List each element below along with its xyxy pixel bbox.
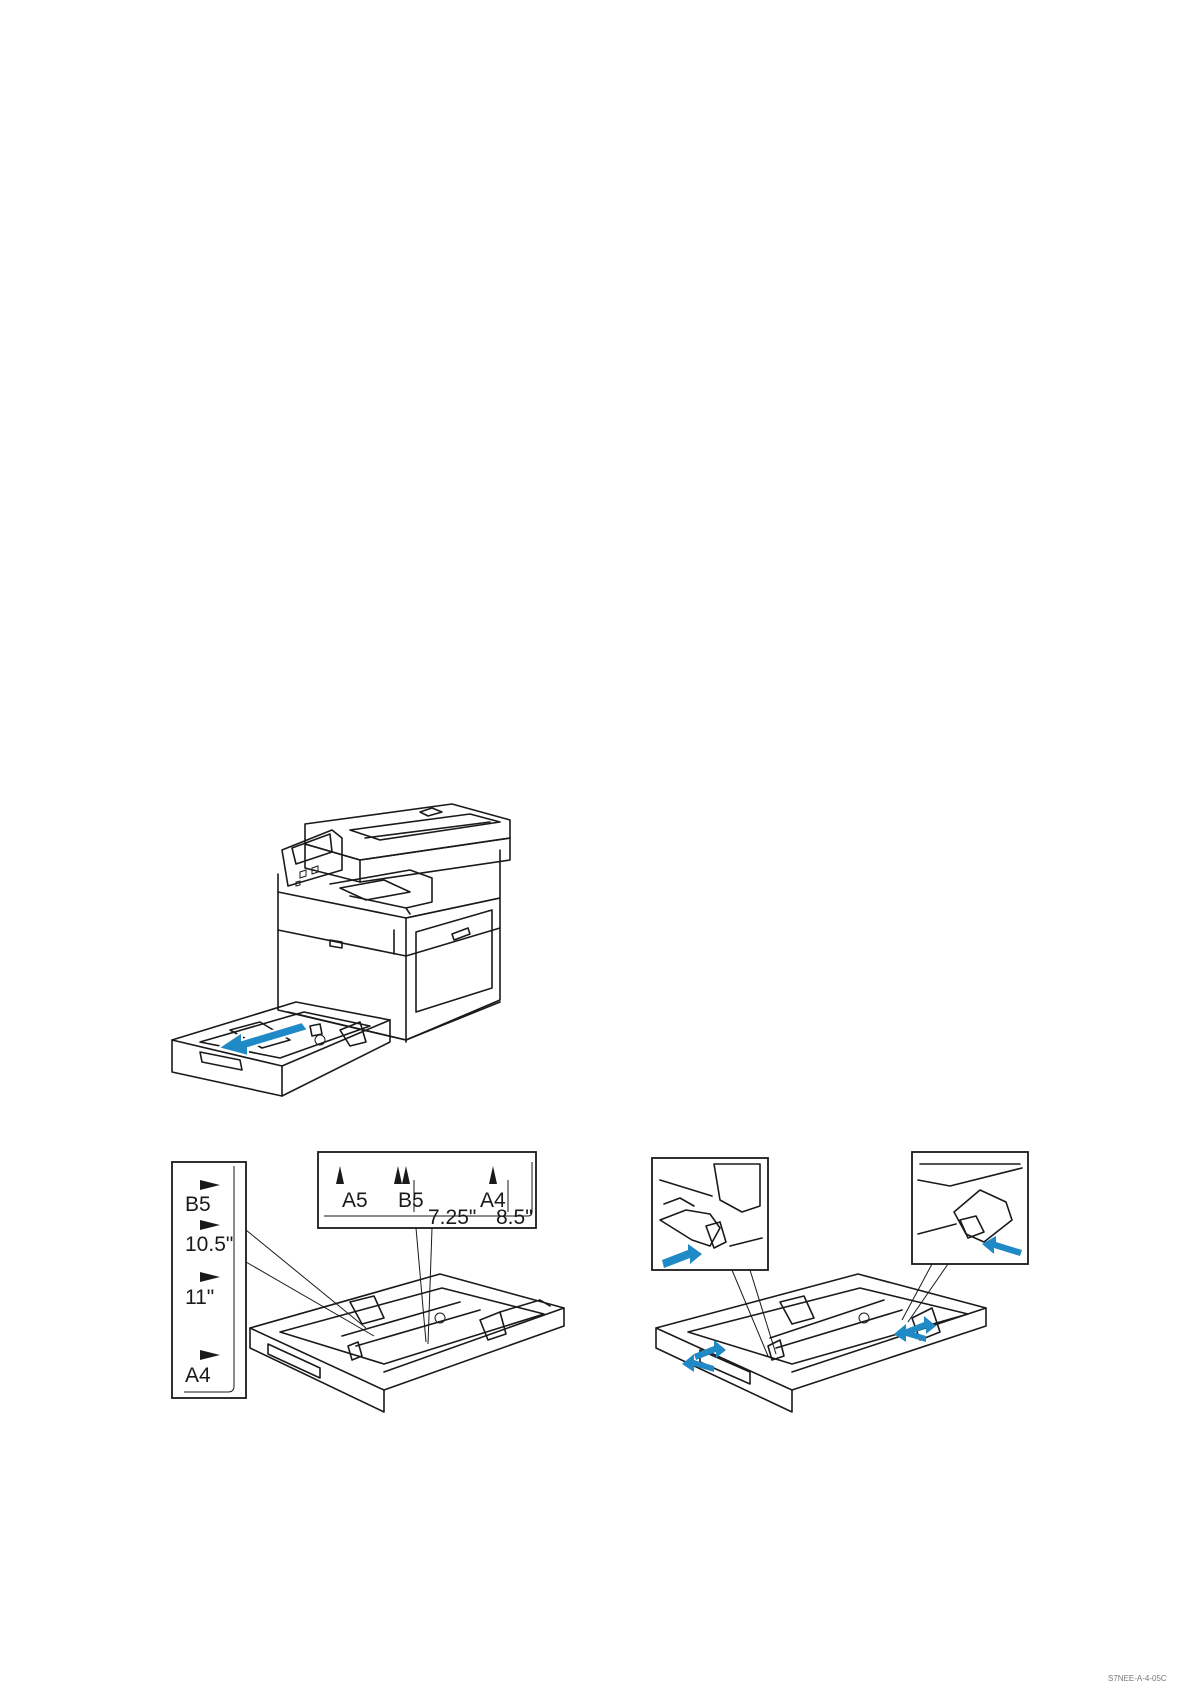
top-scale-label-7-25: 7.25"	[428, 1206, 476, 1229]
side-scale-label-a4: A4	[185, 1364, 211, 1387]
inset-side-guide	[902, 1152, 1028, 1322]
side-scale-label-10-5: 10.5"	[185, 1233, 233, 1256]
paper-tray-pulled-out	[172, 1002, 390, 1096]
top-scale-label-b5: B5	[398, 1189, 424, 1212]
figure-code: S7NEE-A-4-05C	[1108, 1674, 1167, 1683]
side-scale-label-11: 11"	[185, 1286, 214, 1309]
paper-tray	[250, 1274, 564, 1412]
pull-out-arrow-icon	[218, 1022, 308, 1056]
side-scale-label-b5: B5	[185, 1193, 211, 1216]
top-scale-label-8-5: 8.5"	[496, 1206, 533, 1229]
tray-guide-scale-illustration: B5 10.5" 11" A4 A5 B5 A4 7.25" 8.5"	[170, 1150, 580, 1420]
paper-tray	[656, 1274, 986, 1412]
top-scale-label-a5: A5	[342, 1189, 368, 1212]
printer-tray-open-illustration	[170, 790, 560, 1110]
tray-guide-adjust-illustration	[650, 1150, 1050, 1420]
inset-front-guide	[652, 1158, 776, 1356]
printer-icon	[278, 804, 510, 1042]
